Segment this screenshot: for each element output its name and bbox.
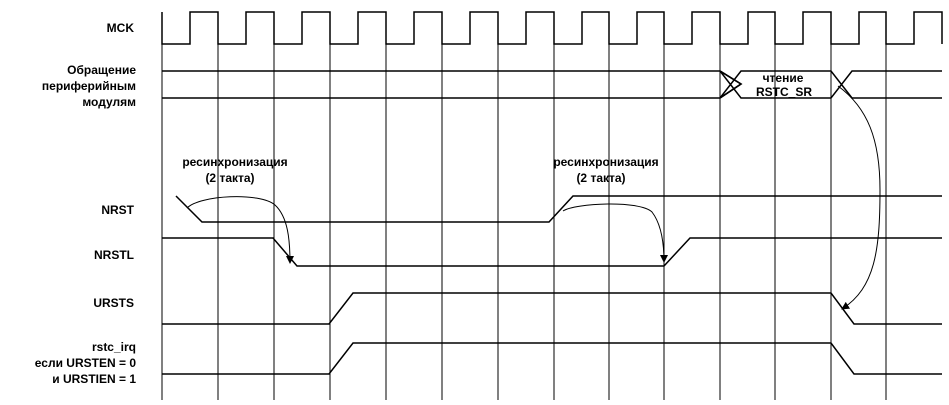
nrst-waveform	[175, 195, 942, 223]
signal-label-nrstl: NRSTL	[94, 248, 134, 262]
signal-label-irq: rstc_irq если URSTEN = 0 и URSTIEN = 1	[35, 340, 137, 386]
resync-2-line2: (2 такта)	[576, 171, 625, 185]
signal-label-nrst: NRST	[101, 203, 134, 217]
signal-label-irq-line2: если URSTEN = 0	[35, 356, 137, 370]
resync-2-line1: ресинхронизация	[553, 155, 658, 169]
nrstl-waveform	[162, 237, 942, 267]
read-to-ursts-arrow	[837, 85, 881, 310]
read-line1: чтение	[763, 71, 804, 85]
signal-label-mck: MCK	[107, 21, 135, 35]
read-annotation: чтение RSTC_SR	[756, 71, 812, 99]
resync-annotation-2: ресинхронизация (2 такта)	[553, 155, 658, 185]
resync-1-line1: ресинхронизация	[182, 155, 287, 169]
signal-label-irq-line1: rstc_irq	[92, 340, 136, 354]
resync-annotation-1: ресинхронизация (2 такта)	[182, 155, 287, 185]
signal-label-access: Обращение периферийным модулям	[42, 63, 136, 109]
mck-waveform	[161, 11, 943, 45]
read-line2: RSTC_SR	[756, 85, 812, 99]
access-bus-waveform	[162, 70, 942, 99]
resync-arrow-1	[186, 196, 294, 264]
signal-label-access-line1: Обращение	[67, 63, 136, 77]
ursts-waveform	[162, 292, 942, 325]
signal-label-ursts: URSTS	[93, 296, 134, 310]
resync-1-line2: (2 такта)	[205, 171, 254, 185]
signal-label-access-line3: модулям	[82, 95, 136, 109]
signal-label-access-line2: периферийным	[42, 79, 136, 93]
irq-waveform	[162, 342, 942, 375]
grid-lines	[161, 12, 887, 400]
resync-arrow-2	[562, 203, 668, 263]
signal-label-irq-line3: и URSTIEN = 1	[52, 372, 136, 386]
